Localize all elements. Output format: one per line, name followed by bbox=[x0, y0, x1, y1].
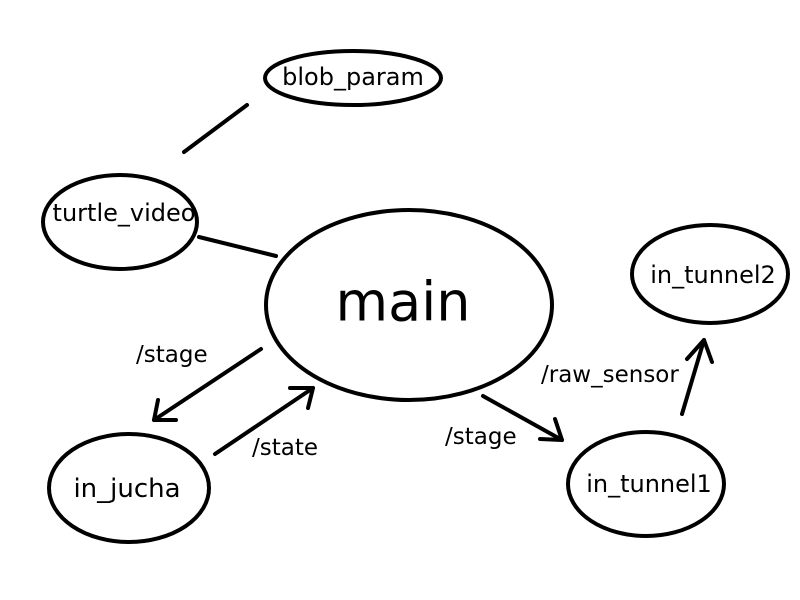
arrow-in-jucha-to-main bbox=[213, 386, 315, 456]
node-in-tunnel2-label: in_tunnel2 bbox=[650, 261, 776, 289]
edge-label-main-to-in-tunnel1: /stage bbox=[445, 424, 517, 450]
node-in-jucha-label: in_jucha bbox=[73, 474, 180, 504]
node-main-label: main bbox=[336, 271, 471, 334]
node-in-tunnel1-label: in_tunnel1 bbox=[586, 470, 712, 498]
arrow-main-to-in-jucha bbox=[152, 347, 263, 422]
node-in-jucha: in_jucha bbox=[47, 432, 211, 544]
node-blob-param-label: blob_param bbox=[282, 63, 424, 91]
node-turtle-video: turtle_video bbox=[41, 173, 199, 271]
edge-label-main-to-in-jucha: /stage bbox=[136, 342, 208, 368]
edge-blob-param-turtle-video bbox=[182, 103, 249, 154]
edge-turtle-video-main bbox=[197, 235, 278, 258]
edge-label-in-tunnel1-to-in-tunnel2: /raw_sensor bbox=[541, 362, 679, 388]
node-in-tunnel2: in_tunnel2 bbox=[630, 223, 790, 325]
node-turtle-video-label: turtle_video bbox=[53, 199, 196, 227]
arrow-main-to-in-tunnel1 bbox=[481, 394, 564, 442]
node-in-tunnel1: in_tunnel1 bbox=[566, 430, 726, 538]
node-blob-param: blob_param bbox=[263, 49, 443, 107]
edge-label-in-jucha-to-main: /state bbox=[252, 435, 318, 461]
node-main: main bbox=[264, 208, 554, 402]
arrow-in-tunnel1-to-in-tunnel2 bbox=[680, 338, 714, 416]
